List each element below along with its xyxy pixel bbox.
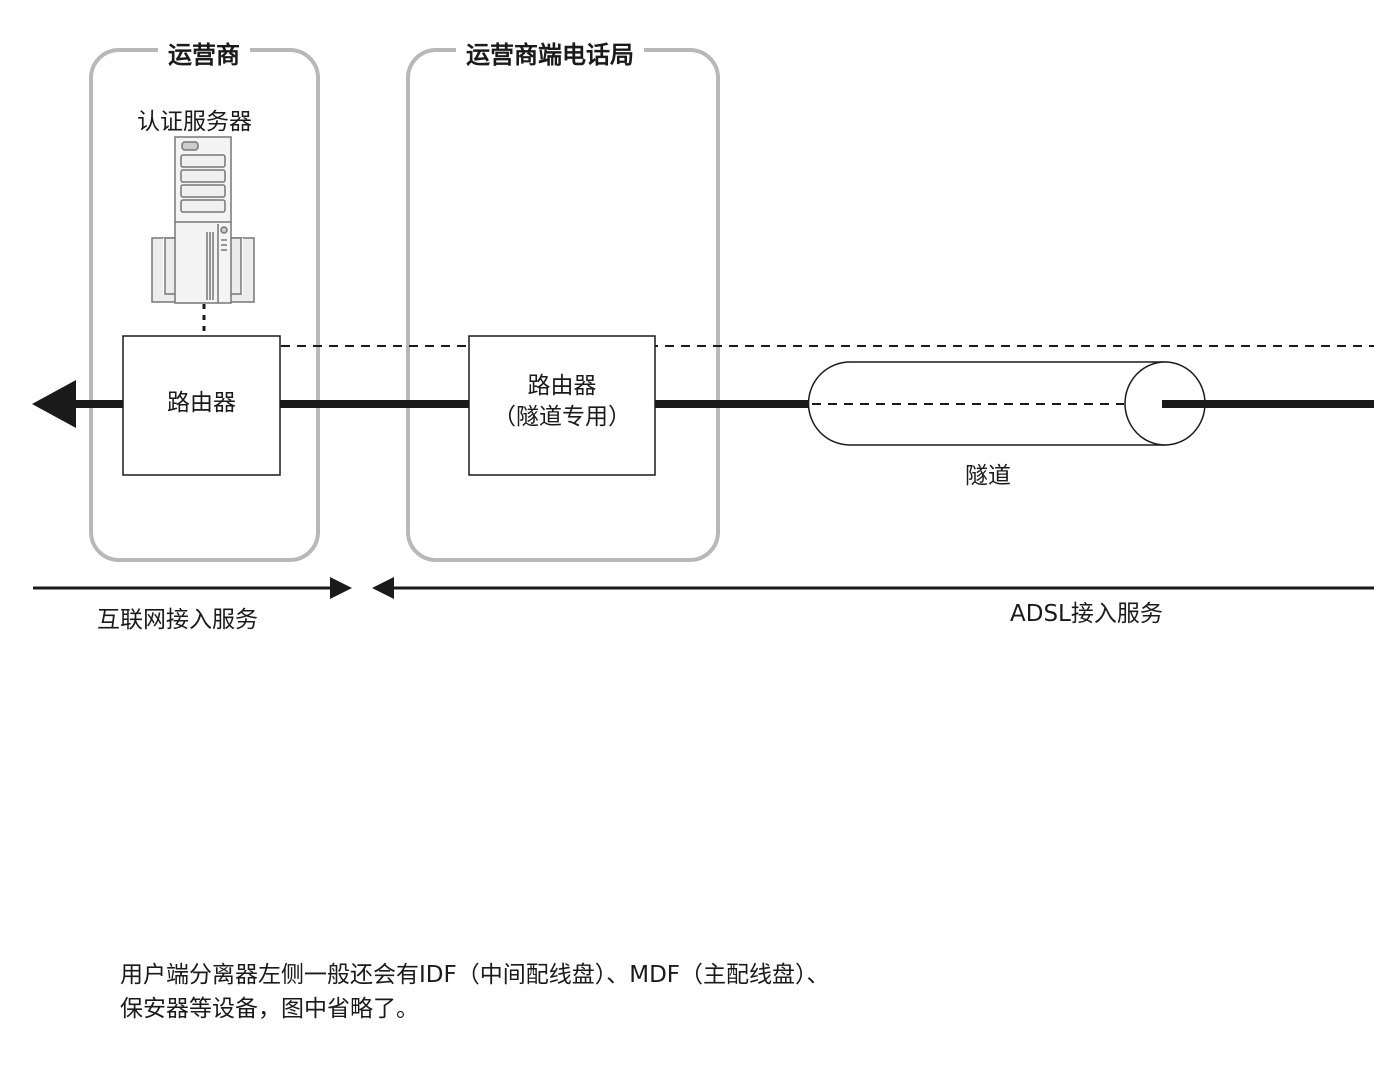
tunnel-router-label-line2: （隧道专用） (493, 404, 631, 430)
internet-access-label: 互联网接入服务 (97, 607, 258, 633)
adsl-access-label: ADSL接入服务 (1010, 601, 1163, 627)
server-tower-icon (151, 136, 255, 304)
arrowhead-left-small-icon (372, 577, 394, 599)
carrier-office-group-box (406, 48, 720, 562)
router-label: 路由器 (167, 390, 236, 416)
carrier-office-group-title: 运营商端电话局 (456, 35, 644, 70)
footnote: 用户端分离器左侧一般还会有IDF（中间配线盘）、MDF（主配线盘）、 保安器等设… (120, 958, 830, 1026)
tunnel-label: 隧道 (965, 463, 1011, 489)
auth-server-label: 认证服务器 (137, 109, 252, 135)
arrowhead-right-icon (330, 577, 352, 599)
footnote-line1: 用户端分离器左侧一般还会有IDF（中间配线盘）、MDF（主配线盘）、 (120, 962, 830, 988)
tunnel-router-label-line1: 路由器 (527, 373, 597, 399)
arrowhead-left-icon (32, 380, 76, 428)
carrier-group-title: 运营商 (158, 35, 250, 70)
router-box (122, 335, 281, 476)
footnote-line2: 保安器等设备，图中省略了。 (120, 996, 419, 1022)
tunnel-icon (807, 361, 1206, 446)
tunnel-router-label: 路由器 （隧道专用） (469, 371, 655, 433)
tunnel-router-box (468, 335, 656, 476)
